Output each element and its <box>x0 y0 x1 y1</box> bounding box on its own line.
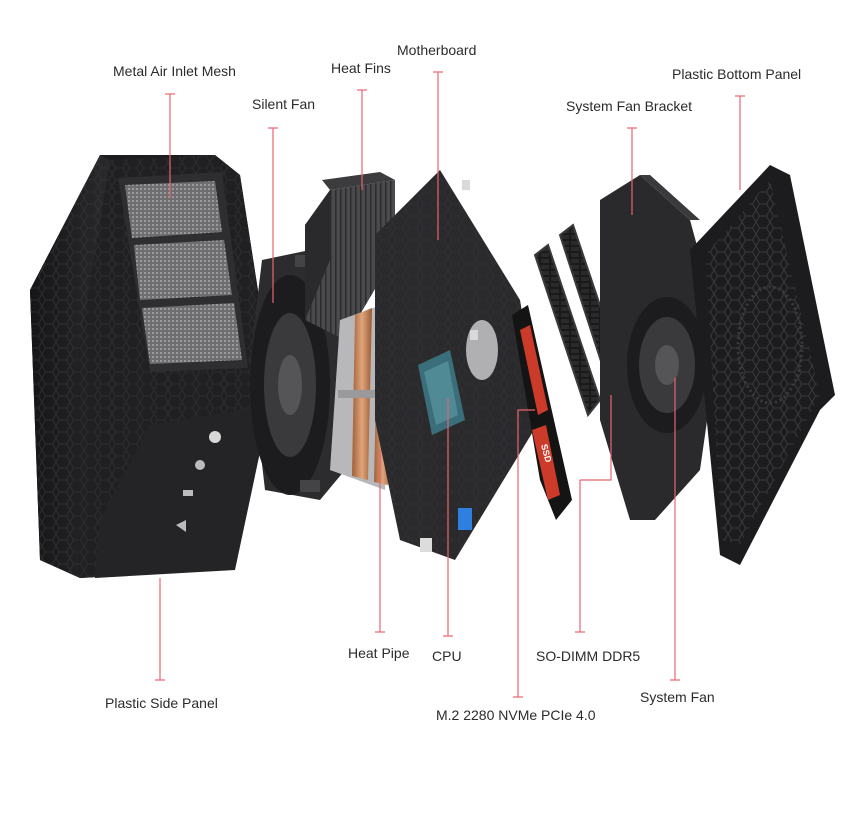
label-system-fan: System Fan <box>640 689 715 705</box>
label-so-dimm: SO-DIMM DDR5 <box>536 648 641 664</box>
metal-air-inlet-mesh-grille <box>118 172 248 372</box>
label-system-fan-bracket: System Fan Bracket <box>566 98 693 114</box>
leader-so-dimm-bend <box>580 395 612 481</box>
label-cpu: CPU <box>432 648 462 664</box>
label-m2-ssd: M.2 2280 NVMe PCIe 4.0 <box>436 707 596 723</box>
motherboard-part <box>375 170 540 560</box>
label-heat-fins: Heat Fins <box>331 60 391 76</box>
ssd-sticker-text: SSD <box>539 443 554 464</box>
label-motherboard: Motherboard <box>397 42 477 58</box>
leader-m2-ssd-bend <box>517 409 535 545</box>
label-plastic-side-panel: Plastic Side Panel <box>105 695 218 711</box>
system-fan-part <box>627 297 707 433</box>
plastic-bottom-panel-part <box>690 165 835 565</box>
label-heat-pipe: Heat Pipe <box>348 645 410 661</box>
m2-ssd-part: SSD <box>512 305 572 520</box>
label-silent-fan: Silent Fan <box>252 96 316 112</box>
label-metal-air-inlet-mesh: Metal Air Inlet Mesh <box>113 63 236 79</box>
leader-lines <box>155 71 745 698</box>
heat-fins-part <box>305 172 395 340</box>
label-plastic-bottom-panel: Plastic Bottom Panel <box>672 66 802 82</box>
